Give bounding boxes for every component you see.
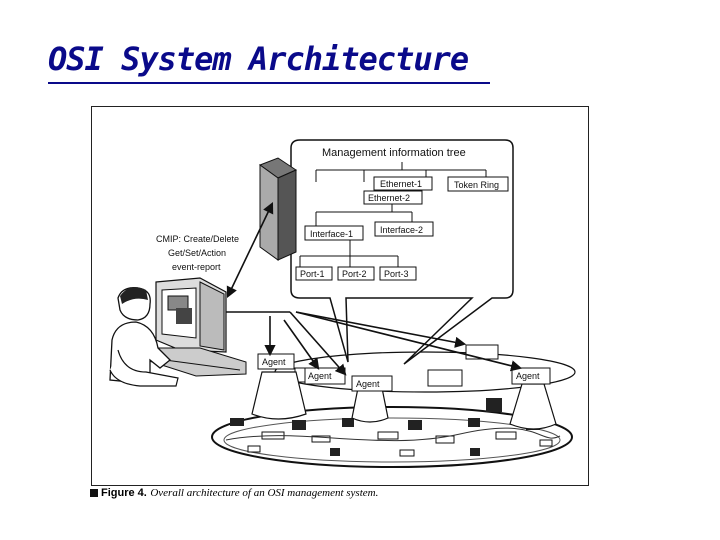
figure-caption: Figure 4. Overall architecture of an OSI… <box>90 486 378 499</box>
agent-label: Agent <box>308 371 332 381</box>
node-label: Ethernet-2 <box>368 193 410 203</box>
tree-node-ethernet2: Ethernet-2 <box>363 190 423 205</box>
cmip-arrows <box>226 201 523 376</box>
cmip-line-2: Get/Set/Action <box>168 248 226 258</box>
cmip-line-1: CMIP: Create/Delete <box>156 234 239 244</box>
tree-node-port3: Port-3 <box>379 266 417 281</box>
caption-text: Overall architecture of an OSI managemen… <box>150 487 379 499</box>
operator-person-icon <box>109 287 179 387</box>
network-base <box>211 406 573 468</box>
tree-node-interface2: Interface-2 <box>374 221 434 237</box>
slide-title: OSI System Architecture <box>48 40 469 78</box>
agent-label: Agent <box>262 357 286 367</box>
cmip-line-3: event-report <box>172 262 221 272</box>
caption-label: Figure 4. <box>101 487 147 499</box>
tree-node-port2: Port-2 <box>337 266 375 281</box>
agent-label: Agent <box>356 379 380 389</box>
node-label: Ethernet-1 <box>380 179 422 189</box>
tree-node-interface1: Interface-1 <box>304 225 364 241</box>
caption-bullet-icon <box>90 489 98 497</box>
mib-bubble <box>290 139 514 365</box>
node-label: Port-3 <box>384 269 409 279</box>
tree-node-port1: Port-1 <box>295 266 333 281</box>
agent-labels: Agent Agent Agent Agent <box>257 353 551 392</box>
tree-lines <box>299 162 487 267</box>
node-label: Token Ring <box>454 180 499 190</box>
tree-node-ethernet1: Ethernet-1 <box>373 176 433 191</box>
tree-node-tokenring: Token Ring <box>447 176 509 192</box>
node-label: Port-2 <box>342 269 367 279</box>
agent-label: Agent <box>516 371 540 381</box>
manager-workstation-icon <box>145 277 247 377</box>
mib-title: Management information tree <box>322 147 466 159</box>
title-underline <box>48 82 490 84</box>
server-tower-icon <box>258 157 298 261</box>
node-label: Interface-2 <box>380 225 423 235</box>
agent-cones <box>251 371 557 430</box>
node-label: Interface-1 <box>310 229 353 239</box>
node-label: Port-1 <box>300 269 325 279</box>
